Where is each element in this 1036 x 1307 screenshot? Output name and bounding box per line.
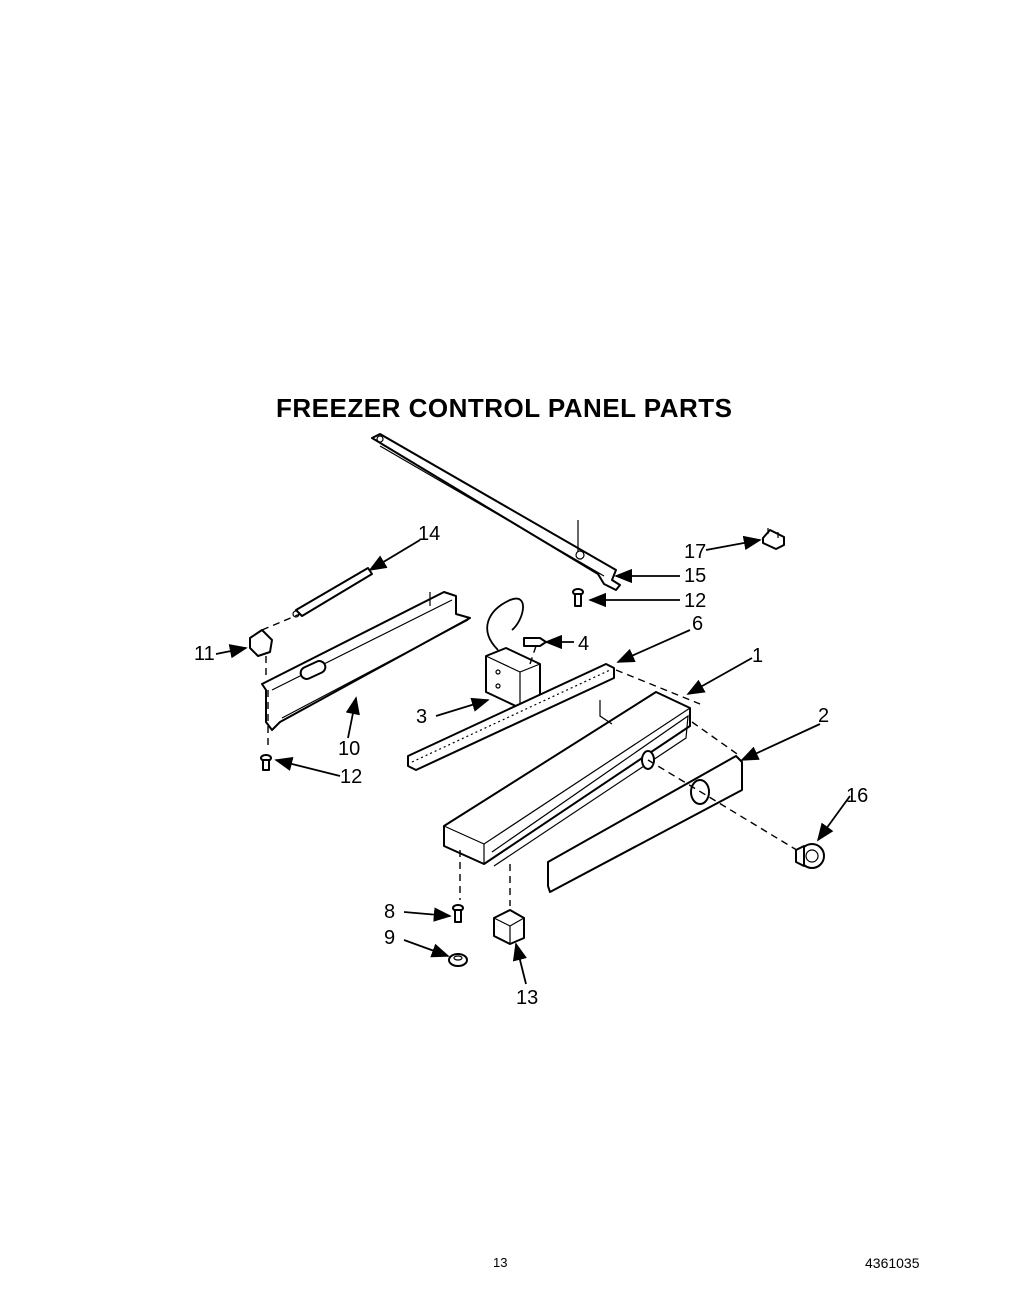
part-1-control-panel: [443, 691, 691, 906]
callout-1: 1: [752, 645, 763, 667]
part-13-tube: [292, 567, 373, 618]
part-3-thermostat: [485, 597, 541, 709]
callout-9: 9: [384, 927, 395, 949]
part-6-foam-strip: [407, 663, 701, 771]
part-16-knob: [795, 843, 825, 869]
part-11-clip: [249, 613, 301, 680]
part-14-mounting-bracket: [371, 433, 621, 591]
callout-14: 15: [684, 565, 706, 587]
callout-12-upper: 12: [684, 590, 706, 612]
callout-4: 4: [578, 633, 589, 655]
part-15-connector: [493, 909, 525, 945]
callout-3: 3: [416, 706, 427, 728]
document-number: 4361035: [865, 1255, 920, 1271]
page-number: 13: [493, 1255, 508, 1270]
part-17-clip: [762, 528, 785, 550]
page-title: FREEZER CONTROL PANEL PARTS: [276, 393, 733, 423]
part-9-washer: [448, 953, 468, 967]
part-4-screw: [523, 637, 547, 665]
part-12-screw-upper: [572, 588, 584, 607]
leader-lines: [215, 535, 851, 985]
part-2-nameplate: [547, 721, 801, 893]
part-8-screw: [452, 904, 464, 923]
part-10-control-bracket: [261, 591, 471, 750]
callout-labels: 14 17 15 12 6 4 1 11 3 2 10 12 16 8 9 13: [194, 523, 868, 1009]
callout-6: 6: [692, 613, 703, 635]
callout-2: 2: [818, 705, 829, 727]
callout-15: 13: [516, 987, 538, 1009]
callout-13: 14: [418, 523, 440, 545]
callout-17: 17: [684, 541, 706, 563]
callout-12-lower: 12: [340, 766, 362, 788]
callout-11: 11: [194, 643, 215, 665]
part-12-screw-lower: [260, 754, 272, 771]
callout-10: 10: [338, 738, 360, 760]
callout-16: 16: [846, 785, 868, 807]
callout-8: 8: [384, 901, 395, 923]
